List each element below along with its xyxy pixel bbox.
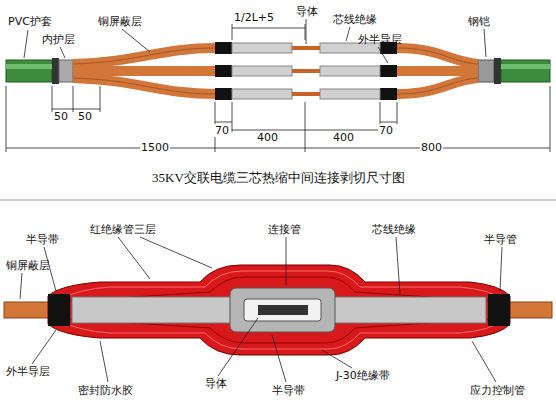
part-label: 连接管 (268, 223, 301, 236)
part-label: 外半导层 (358, 33, 402, 46)
part-label: 内护层 (42, 33, 75, 46)
dimension-label: 70 (214, 124, 230, 137)
part-label: 铜屏蔽层 (6, 259, 50, 272)
part-label: 钢铠 (468, 15, 490, 28)
dimension-label: 50 (53, 110, 69, 123)
part-label: 铜屏蔽层 (98, 15, 142, 28)
dimension-label: 400 (256, 131, 279, 144)
dimension-label: 400 (332, 131, 355, 144)
part-label: 半导管 (484, 233, 517, 246)
part-label: 芯线绝缘 (333, 13, 377, 26)
part-label: 导体 (205, 377, 227, 390)
part-label: 1/2L+5 (234, 11, 274, 24)
part-label: PVC护套 (8, 15, 52, 28)
part-label: 半导带 (26, 233, 59, 246)
dimension-label: 800 (420, 141, 443, 154)
part-label: 密封防水胶 (78, 384, 133, 397)
dimension-label: 70 (378, 124, 394, 137)
part-label: 外半导层 (6, 365, 50, 378)
diagram-title: 35KV交联电缆三芯热缩中间连接剥切尺寸图 (152, 170, 405, 185)
dimension-label: 50 (77, 110, 93, 123)
part-label: 应力控制管 (470, 384, 525, 397)
part-label: 导体 (296, 5, 318, 18)
part-label: 半导带 (272, 384, 305, 397)
part-label: 红绝缘管三层 (90, 223, 156, 236)
part-label: 芯线绝缘 (372, 223, 416, 236)
part-label: J-30绝缘带 (336, 369, 390, 382)
dimension-label: 1500 (140, 141, 170, 154)
